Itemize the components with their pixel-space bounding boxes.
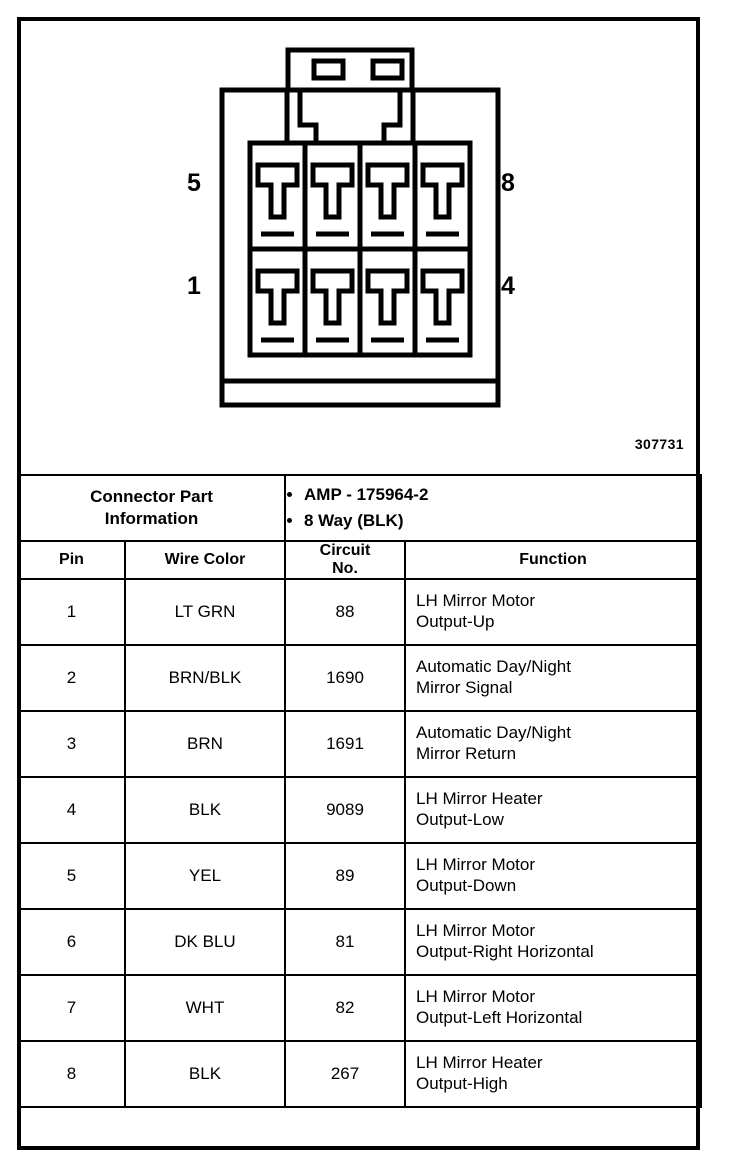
cell-pin: 7 bbox=[17, 974, 126, 1042]
cell-function: Automatic Day/Night Mirror Return bbox=[403, 710, 703, 778]
latch-block bbox=[285, 47, 415, 93]
drawing-number: 307731 bbox=[634, 436, 684, 452]
function-line2: Output-Left Horizontal bbox=[416, 1008, 583, 1027]
function-line1: Automatic Day/Night bbox=[416, 723, 571, 743]
connector-part-information-values: AMP - 175964-2 8 Way (BLK) bbox=[283, 474, 703, 542]
cell-wire-color: BLK bbox=[124, 776, 286, 844]
column-header-function: Function bbox=[403, 540, 703, 580]
terminal-blade-3 bbox=[365, 268, 410, 343]
cell-pin: 5 bbox=[17, 842, 126, 910]
function-line1: LH Mirror Motor bbox=[416, 591, 536, 611]
function-line1: Automatic Day/Night bbox=[416, 657, 571, 677]
circuit-no-line1: Circuit bbox=[319, 542, 371, 559]
cell-circuit-no: 89 bbox=[284, 842, 406, 910]
function-line2: Output-Low bbox=[416, 810, 504, 829]
cell-circuit-no: 88 bbox=[284, 578, 406, 646]
cell-circuit-no: 82 bbox=[284, 974, 406, 1042]
function-line1: LH Mirror Motor bbox=[416, 987, 536, 1007]
cell-circuit-no: 1691 bbox=[284, 710, 406, 778]
connector-illustration-pane: 5 1 8 4 307731 bbox=[21, 21, 696, 474]
table-row: 1 LT GRN 88 LH Mirror Motor Output-Up bbox=[17, 578, 703, 646]
latch-leg-left bbox=[297, 90, 319, 143]
cpi-bullet-part-number: AMP - 175964-2 bbox=[304, 483, 700, 508]
function-line2: Output-High bbox=[416, 1074, 508, 1093]
cpi-label-line1: Connector Part bbox=[90, 486, 213, 506]
function-line2: Mirror Return bbox=[416, 744, 517, 763]
cell-pin: 4 bbox=[17, 776, 126, 844]
table-row: 8 BLK 267 LH Mirror Heater Output-High bbox=[17, 1040, 703, 1108]
latch-leg-right bbox=[381, 90, 403, 143]
table-header-row: Pin Wire Color Circuit No. Function bbox=[17, 540, 703, 580]
connector-part-information-row: Connector Part Information AMP - 175964-… bbox=[17, 474, 703, 542]
function-line1: LH Mirror Motor bbox=[416, 855, 536, 875]
column-header-wire-color: Wire Color bbox=[124, 540, 286, 580]
cell-function: LH Mirror Motor Output-Down bbox=[403, 842, 703, 910]
cpi-label-line2: Information bbox=[104, 509, 199, 528]
connector-face-view-drawing bbox=[219, 47, 501, 408]
table-row: 7 WHT 82 LH Mirror Motor Output-Left Hor… bbox=[17, 974, 703, 1042]
cell-wire-color: YEL bbox=[124, 842, 286, 910]
cell-circuit-no: 267 bbox=[284, 1040, 406, 1108]
table-row: 3 BRN 1691 Automatic Day/Night Mirror Re… bbox=[17, 710, 703, 778]
terminal-blade-7 bbox=[365, 162, 410, 237]
diagram-pin-label-8: 8 bbox=[501, 169, 515, 197]
column-header-circuit-no: Circuit No. bbox=[284, 540, 406, 580]
function-line2: Output-Down bbox=[416, 876, 517, 895]
cell-function: LH Mirror Heater Output-Low bbox=[403, 776, 703, 844]
function-line2: Mirror Signal bbox=[416, 678, 513, 697]
function-line1: LH Mirror Motor bbox=[416, 921, 536, 941]
cell-wire-color: BLK bbox=[124, 1040, 286, 1108]
cell-circuit-no: 9089 bbox=[284, 776, 406, 844]
function-line2: Output-Up bbox=[416, 612, 495, 631]
cell-circuit-no: 1690 bbox=[284, 644, 406, 712]
cell-wire-color: WHT bbox=[124, 974, 286, 1042]
cell-pin: 3 bbox=[17, 710, 126, 778]
terminal-blade-8 bbox=[420, 162, 465, 237]
cell-pin: 8 bbox=[17, 1040, 126, 1108]
cell-pin: 1 bbox=[17, 578, 126, 646]
function-line1: LH Mirror Heater bbox=[416, 789, 543, 809]
cell-pin: 2 bbox=[17, 644, 126, 712]
cell-function: LH Mirror Heater Output-High bbox=[403, 1040, 703, 1108]
circuit-no-line2: No. bbox=[332, 560, 358, 577]
cell-pin: 6 bbox=[17, 908, 126, 976]
table-row: 4 BLK 9089 LH Mirror Heater Output-Low bbox=[17, 776, 703, 844]
cell-wire-color: DK BLU bbox=[124, 908, 286, 976]
cell-circuit-no: 81 bbox=[284, 908, 406, 976]
connector-pinout-table: Connector Part Information AMP - 175964-… bbox=[17, 474, 703, 1108]
function-line1: LH Mirror Heater bbox=[416, 1053, 543, 1073]
terminal-blade-2 bbox=[310, 268, 355, 343]
connector-body-outline bbox=[219, 87, 501, 408]
table-row: 5 YEL 89 LH Mirror Motor Output-Down bbox=[17, 842, 703, 910]
terminal-blade-4 bbox=[420, 268, 465, 343]
function-line2: Output-Right Horizontal bbox=[416, 942, 594, 961]
cpi-bullet-way-count: 8 Way (BLK) bbox=[304, 509, 700, 534]
cell-function: LH Mirror Motor Output-Up bbox=[403, 578, 703, 646]
cell-function: Automatic Day/Night Mirror Signal bbox=[403, 644, 703, 712]
cell-wire-color: LT GRN bbox=[124, 578, 286, 646]
latch-slot-right bbox=[370, 58, 405, 81]
terminal-blade-6 bbox=[310, 162, 355, 237]
diagram-pin-label-5: 5 bbox=[187, 169, 201, 197]
table-row: 6 DK BLU 81 LH Mirror Motor Output-Right… bbox=[17, 908, 703, 976]
cell-wire-color: BRN/BLK bbox=[124, 644, 286, 712]
diagram-pin-label-4: 4 bbox=[501, 272, 515, 300]
terminal-blade-5 bbox=[255, 162, 300, 237]
cell-wire-color: BRN bbox=[124, 710, 286, 778]
diagram-pin-label-1: 1 bbox=[187, 272, 201, 300]
column-header-pin: Pin bbox=[17, 540, 126, 580]
latch-slot-left bbox=[311, 58, 346, 81]
cell-function: LH Mirror Motor Output-Left Horizontal bbox=[403, 974, 703, 1042]
table-row: 2 BRN/BLK 1690 Automatic Day/Night Mirro… bbox=[17, 644, 703, 712]
connector-part-information-label: Connector Part Information bbox=[17, 474, 286, 542]
terminal-blade-1 bbox=[255, 268, 300, 343]
cell-function: LH Mirror Motor Output-Right Horizontal bbox=[403, 908, 703, 976]
